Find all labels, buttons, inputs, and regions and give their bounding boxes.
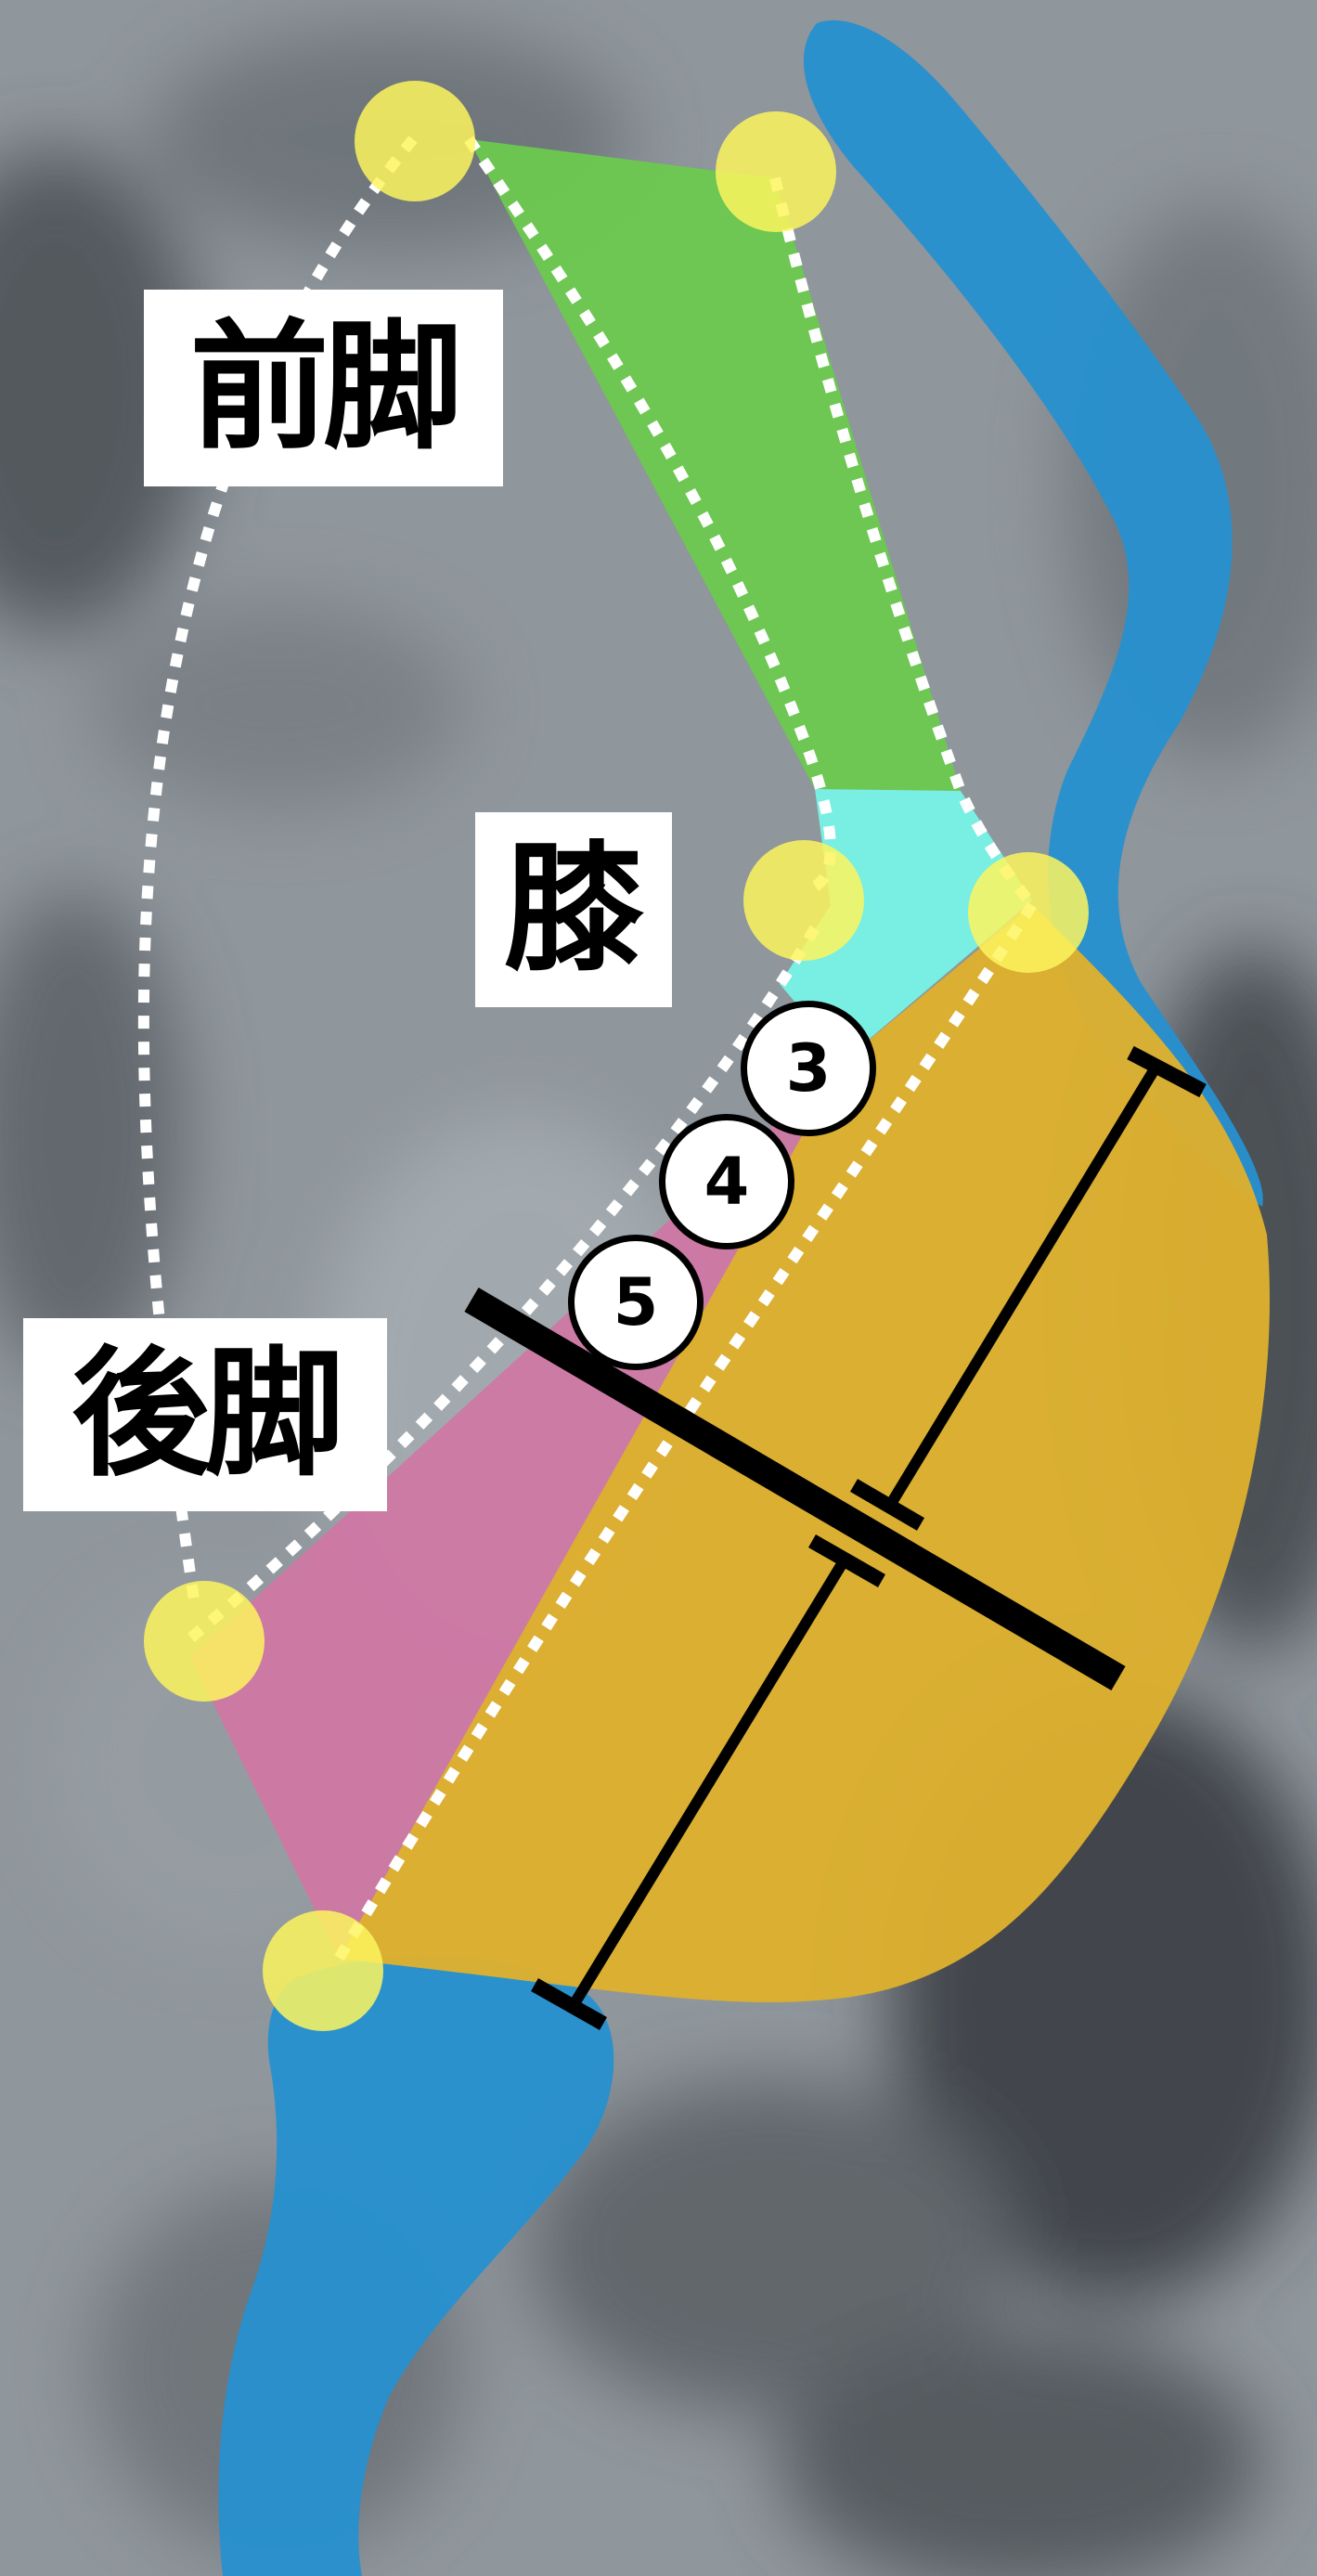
cross-thick-line (464, 1288, 1126, 1690)
hind-inner-dotted-line (333, 901, 1038, 1962)
lower-measure-line (568, 1556, 850, 2009)
blue-upper-shape (803, 19, 1263, 1207)
upper-measure-cap-top (1127, 1045, 1207, 1098)
number-badge-3-text: 3 (785, 1030, 832, 1107)
lower-measure-cap-bottom (531, 1978, 607, 2030)
hind-outer-dotted-line (187, 925, 820, 1643)
blue-lower-shape (218, 1955, 614, 2576)
upper-measure-cap-bottom (849, 1479, 925, 1531)
upper-measure-line (885, 1064, 1161, 1508)
knee-label: 膝 (475, 812, 672, 1007)
joint-markers (144, 81, 1089, 2031)
body-region (339, 905, 1271, 2002)
joint-hind-bottom (263, 1910, 383, 2031)
front-leg-region (469, 139, 961, 791)
number-badge-4: 4 (659, 1114, 794, 1249)
joint-knee-left (743, 840, 864, 961)
joint-front-top-left (355, 81, 475, 201)
knee-label-text: 膝 (503, 829, 643, 990)
lower-measure-cap-top (808, 1534, 885, 1587)
joint-front-top-right (716, 111, 836, 232)
hind-leg-label-text: 後脚 (71, 1334, 344, 1495)
number-badge-3: 3 (741, 1001, 876, 1136)
number-badge-5-text: 5 (613, 1264, 659, 1340)
hind-leg-label: 後脚 (23, 1318, 387, 1511)
front-right-dotted-line (769, 176, 1037, 909)
front-leg-label-text: 前脚 (189, 307, 462, 469)
measure-lines (464, 1045, 1207, 2030)
joint-hind-top (144, 1581, 265, 1702)
number-badge-5: 5 (568, 1235, 704, 1370)
front-leg-label: 前脚 (144, 290, 503, 486)
number-badge-4-text: 4 (704, 1144, 750, 1220)
joint-knee-right (968, 852, 1089, 973)
